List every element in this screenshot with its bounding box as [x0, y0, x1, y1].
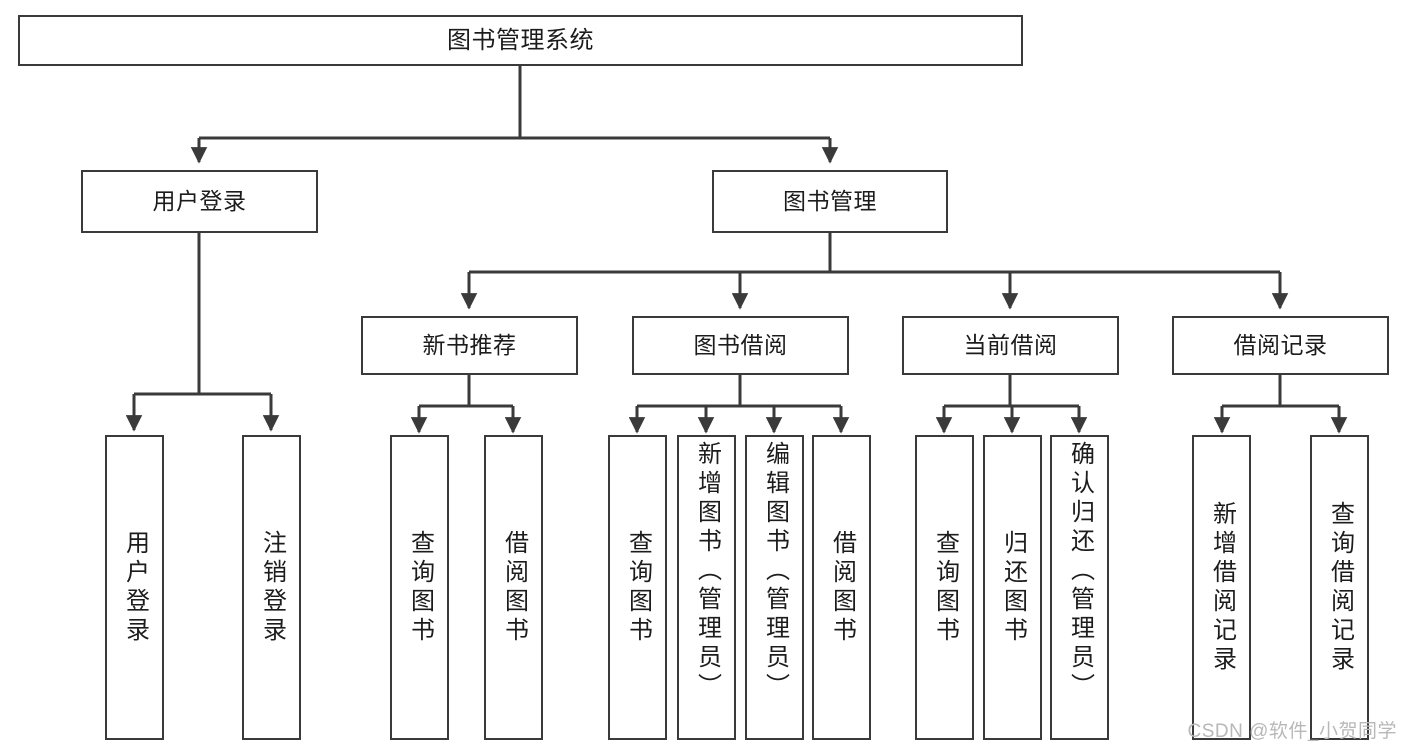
leaf-logout-login[interactable]: 注销登录 [242, 435, 301, 740]
node-user-login[interactable]: 用户登录 [81, 170, 318, 233]
node-borrow-record[interactable]: 借阅记录 [1172, 316, 1389, 375]
node-label: 图书管理系统 [447, 26, 594, 54]
leaf-query-borrow-record[interactable]: 查询借阅记录 [1310, 435, 1369, 740]
node-book-borrow[interactable]: 图书借阅 [632, 316, 849, 375]
node-label: 编辑图书（管理员） [761, 441, 789, 702]
leaf-confirm-return[interactable]: 确认归还（管理员） [1050, 435, 1109, 740]
node-label: 借阅图书 [828, 529, 856, 646]
leaf-query-book-current[interactable]: 查询图书 [915, 435, 974, 740]
leaf-borrow-book-recommend[interactable]: 借阅图书 [484, 435, 543, 740]
leaf-add-borrow-record[interactable]: 新增借阅记录 [1192, 435, 1251, 740]
node-label: 查询借阅记录 [1326, 500, 1354, 675]
node-label: 查询图书 [931, 529, 959, 646]
leaf-borrow-book[interactable]: 借阅图书 [812, 435, 871, 740]
leaf-return-book[interactable]: 归还图书 [983, 435, 1042, 740]
node-label: 用户登录 [121, 529, 149, 646]
node-label: 归还图书 [999, 529, 1027, 646]
node-label: 借阅图书 [500, 529, 528, 646]
node-label: 查询图书 [406, 529, 434, 646]
node-label: 确认归还（管理员） [1066, 441, 1094, 702]
leaf-query-book-borrow[interactable]: 查询图书 [608, 435, 667, 740]
node-current-borrow[interactable]: 当前借阅 [902, 316, 1119, 375]
node-label: 注销登录 [258, 529, 286, 646]
watermark-text: CSDN @软件_小贺同学 [1187, 721, 1397, 742]
node-label: 用户登录 [152, 188, 247, 215]
node-label: 图书借阅 [693, 332, 788, 359]
leaf-edit-book[interactable]: 编辑图书（管理员） [745, 435, 804, 740]
node-label: 新书推荐 [422, 332, 517, 359]
node-label: 查询图书 [624, 529, 652, 646]
node-label: 新增借阅记录 [1208, 500, 1236, 675]
leaf-add-book[interactable]: 新增图书（管理员） [677, 435, 736, 740]
node-label: 当前借阅 [963, 332, 1058, 359]
leaf-user-login[interactable]: 用户登录 [105, 435, 164, 740]
node-label: 图书管理 [783, 188, 877, 215]
node-label: 借阅记录 [1233, 332, 1328, 359]
node-root-system[interactable]: 图书管理系统 [18, 15, 1023, 66]
leaf-query-book-recommend[interactable]: 查询图书 [390, 435, 449, 740]
node-label: 新增图书（管理员） [693, 441, 721, 702]
node-new-book-recommend[interactable]: 新书推荐 [361, 316, 578, 375]
node-book-management[interactable]: 图书管理 [712, 170, 948, 233]
